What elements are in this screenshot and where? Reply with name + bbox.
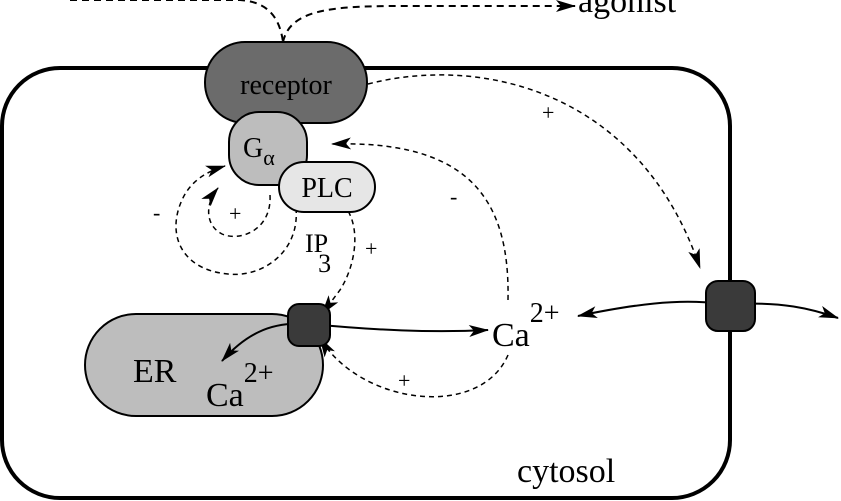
ip3-receptor-channel xyxy=(287,303,331,347)
agonist-label: agonist xyxy=(578,0,677,20)
g-alpha-inner-loop xyxy=(201,187,271,238)
cytosol-label: cytosol xyxy=(517,453,615,490)
er-calcium-label: Ca2+ xyxy=(206,358,274,414)
receptor-label: receptor xyxy=(240,70,332,101)
g-alpha-outer-loop xyxy=(175,165,297,276)
ca-to-er-channel-sign: + xyxy=(398,368,410,393)
cytosolic-calcium-label: Ca2+ xyxy=(492,298,560,354)
membrane-influx-arrow xyxy=(577,300,721,318)
agonist-arrow xyxy=(70,0,284,43)
g-alpha-protein xyxy=(228,111,308,186)
endoplasmic-reticulum xyxy=(84,313,324,417)
ca-to-g-alpha-sign: - xyxy=(450,184,457,209)
plc-label: PLC xyxy=(301,173,352,204)
ca-to-g-alpha-arrow xyxy=(331,137,509,301)
er-release-flux-arrow xyxy=(309,323,489,337)
agonist-release-arrow xyxy=(282,0,576,43)
ca-to-er-channel-arrow xyxy=(319,337,509,398)
er-label: ER xyxy=(133,353,177,390)
g-alpha-inner-sign: + xyxy=(229,201,241,226)
ip3-to-channel-sign: + xyxy=(365,236,377,261)
plasma-membrane-channel xyxy=(705,280,756,332)
cell-membrane xyxy=(0,66,732,500)
receptor-to-channel-arrow xyxy=(367,74,701,269)
receptor-to-channel-sign: + xyxy=(542,100,554,125)
g-alpha-outer-sign: - xyxy=(153,200,160,225)
plc-enzyme xyxy=(278,161,376,213)
g-alpha-label: Gα xyxy=(243,133,275,170)
